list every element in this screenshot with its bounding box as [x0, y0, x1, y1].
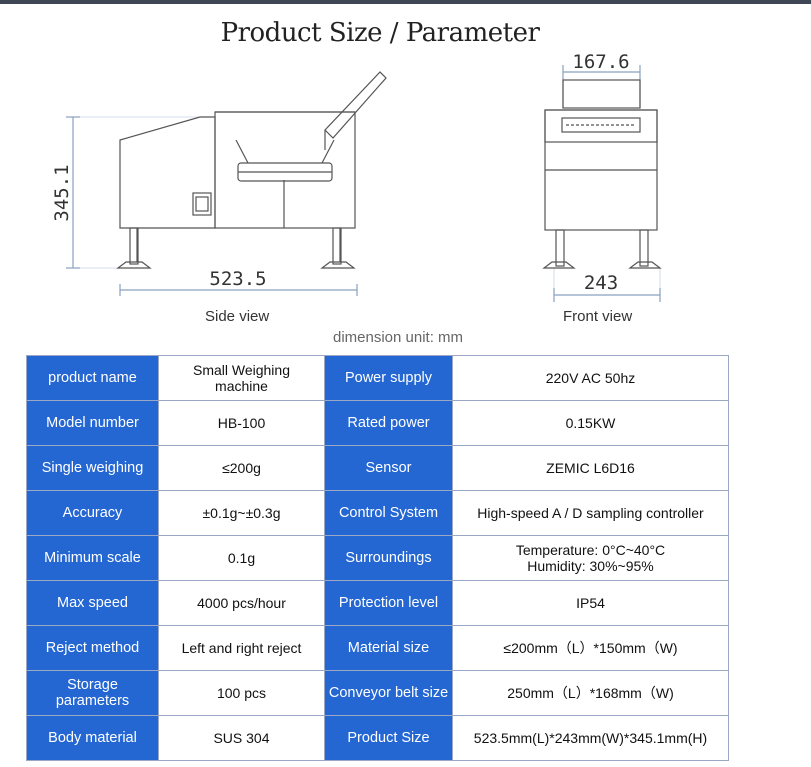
param-value-cell: HB-100	[158, 400, 325, 446]
param-value-cell: IP54	[452, 580, 729, 626]
param-name-cell: Power supply	[324, 355, 453, 401]
top-rule	[0, 0, 811, 4]
front-top-value: 167.6	[572, 51, 629, 73]
front-hopper	[562, 79, 641, 109]
page-title: Product Size / Parameter	[220, 18, 540, 48]
param-name-cell: Sensor	[324, 445, 453, 491]
param-value-cell: 4000 pcs/hour	[158, 580, 325, 626]
param-name-cell: Max speed	[26, 580, 159, 626]
side-height-value: 345.1	[51, 164, 73, 221]
param-value-cell: 0.15KW	[452, 400, 729, 446]
param-value-cell: ≤200mm（L）*150mm（W)	[452, 625, 729, 671]
param-value-cell: Small Weighing machine	[158, 355, 325, 401]
param-name-cell: Single weighing	[26, 445, 159, 491]
param-name-cell: Protection level	[324, 580, 453, 626]
param-name-cell: Product Size	[324, 715, 453, 761]
param-value-cell: 100 pcs	[158, 670, 325, 716]
param-name-cell: Material size	[324, 625, 453, 671]
front-view-label: Front view	[563, 308, 633, 325]
dimension-drawing: 345.1 523.5 167.6 243	[51, 51, 662, 302]
param-name-cell: Accuracy	[26, 490, 159, 536]
param-value-cell: High-speed A / D sampling controller	[452, 490, 729, 536]
param-name-cell: Body material	[26, 715, 159, 761]
param-name-cell: Surroundings	[324, 535, 453, 581]
param-name-cell: Minimum scale	[26, 535, 159, 581]
side-housing	[214, 111, 356, 229]
param-value-cell: 250mm（L）*168mm（W)	[452, 670, 729, 716]
param-value-cell: Temperature: 0°C~40°C Humidity: 30%~95%	[452, 535, 729, 581]
param-name-cell: Control System	[324, 490, 453, 536]
param-name-cell: product name	[26, 355, 159, 401]
param-value-cell: 523.5mm(L)*243mm(W)*345.1mm(H)	[452, 715, 729, 761]
param-value-cell: ZEMIC L6D16	[452, 445, 729, 491]
side-chute	[324, 71, 387, 139]
param-value-cell: ≤200g	[158, 445, 325, 491]
front-width-value: 243	[584, 272, 618, 294]
param-name-cell: Storage parameters	[26, 670, 159, 716]
dimension-unit-note: dimension unit: mm	[333, 329, 464, 346]
param-name-cell: Reject method	[26, 625, 159, 671]
param-value-cell: SUS 304	[158, 715, 325, 761]
param-value-cell: 0.1g	[158, 535, 325, 581]
param-value-cell: 220V AC 50hz	[452, 355, 729, 401]
param-value-cell: ±0.1g~±0.3g	[158, 490, 325, 536]
side-view-label: Side view	[205, 308, 270, 325]
param-name-cell: Conveyor belt size	[324, 670, 453, 716]
param-name-cell: Rated power	[324, 400, 453, 446]
side-length-value: 523.5	[209, 268, 266, 290]
param-value-cell: Left and right reject	[158, 625, 325, 671]
param-name-cell: Model number	[26, 400, 159, 446]
